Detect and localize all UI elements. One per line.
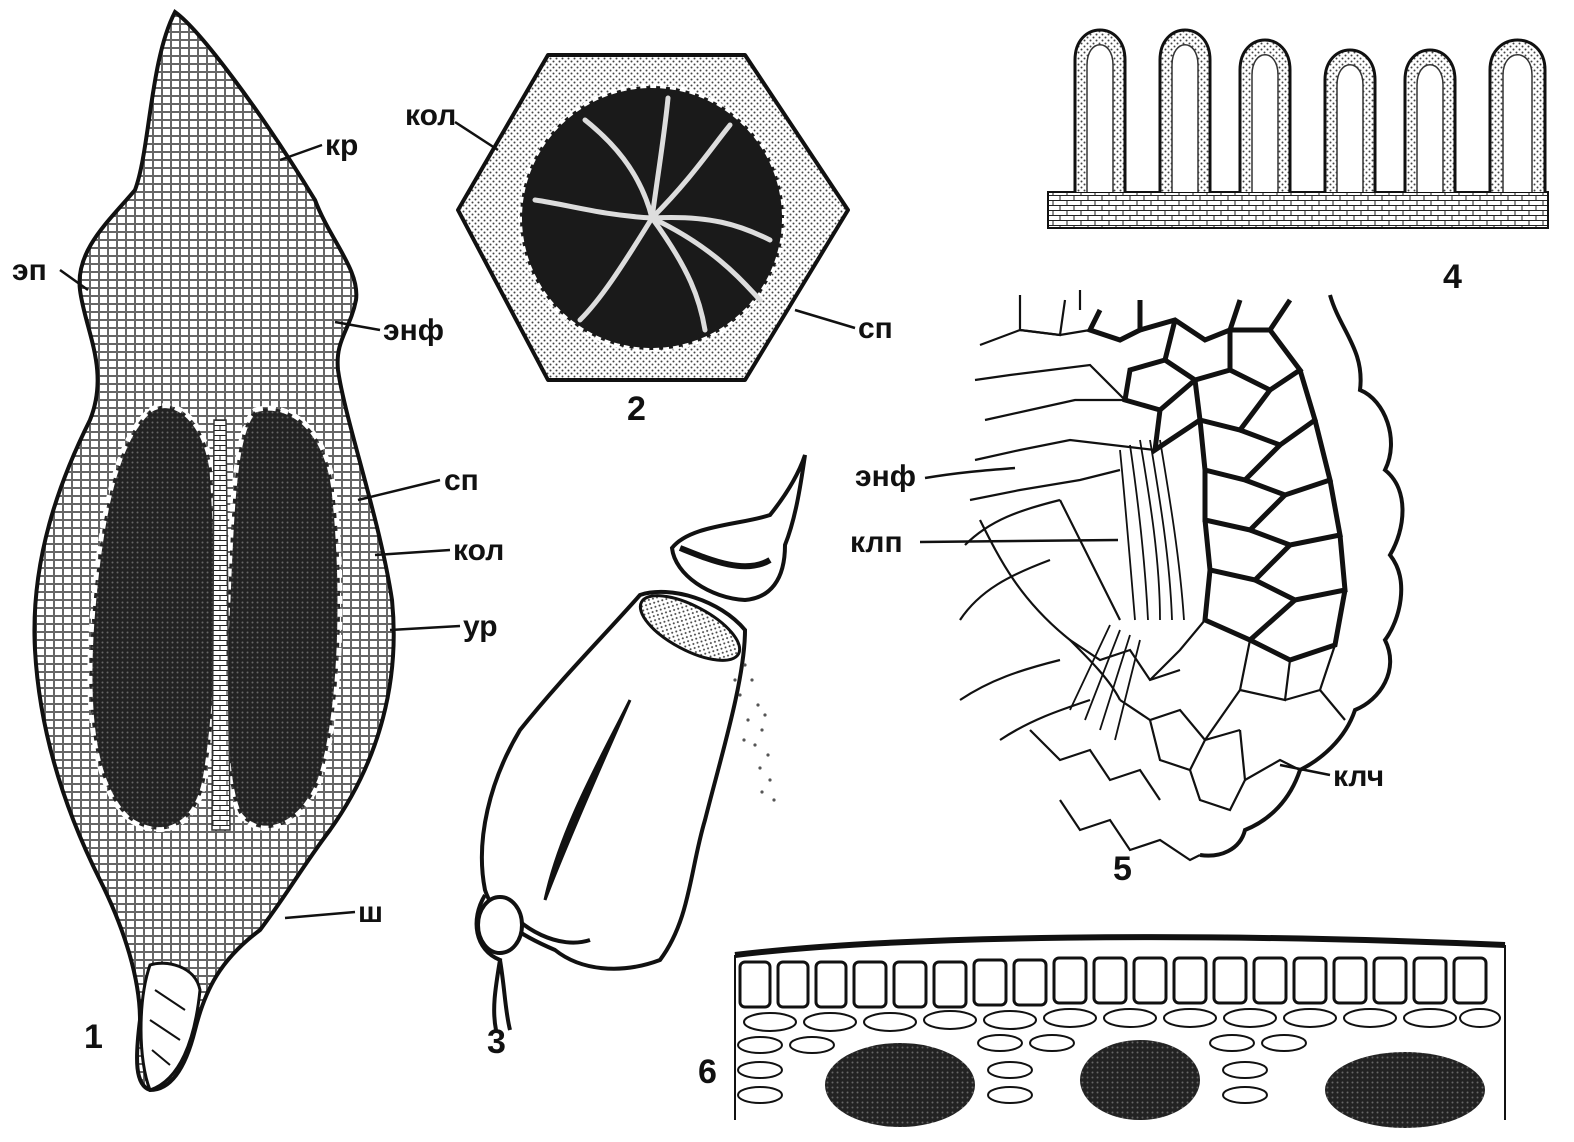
strip-top-edge [735, 937, 1505, 955]
panel-number-6: 6 [698, 1053, 717, 1091]
filament [141, 963, 200, 1090]
panel-6-tissue-strip [735, 937, 1505, 1128]
label-enf-5: энф [855, 460, 916, 493]
capsule-lid [672, 455, 805, 600]
label-ep: эп [12, 254, 47, 287]
papillae-base [1048, 192, 1548, 228]
label-sp-2: сп [858, 312, 893, 345]
panel-number-5: 5 [1113, 850, 1132, 888]
panel-4-papillae [1048, 30, 1548, 228]
panel-5-wall-section [920, 290, 1403, 860]
fibrous-band [1070, 440, 1184, 740]
panel-2-cross-section [458, 55, 848, 380]
label-sp-1: сп [444, 464, 479, 497]
label-kol-2: кол [405, 99, 456, 132]
papillae-row [1075, 30, 1545, 192]
label-kol-1: кол [453, 534, 504, 567]
label-enf: энф [383, 314, 444, 347]
label-sh: ш [358, 896, 383, 929]
panel-number-3: 3 [487, 1023, 506, 1061]
panel-number-4: 4 [1443, 258, 1462, 296]
endothecium-cells [1090, 300, 1345, 660]
panel-3-capsule [477, 455, 805, 1030]
label-ur: ур [463, 610, 498, 643]
right-pollen-sac [225, 408, 340, 828]
panel-number-2: 2 [627, 390, 646, 428]
label-kr: кр [325, 129, 358, 162]
label-klch: клч [1333, 760, 1384, 793]
panel-number-1: 1 [84, 1018, 103, 1056]
epidermal-cells [740, 958, 1486, 1007]
label-klp: клп [850, 526, 903, 559]
dark-tissue-clusters [825, 1040, 1485, 1128]
connective [212, 420, 230, 830]
panel-1-anther-section [34, 12, 393, 1090]
